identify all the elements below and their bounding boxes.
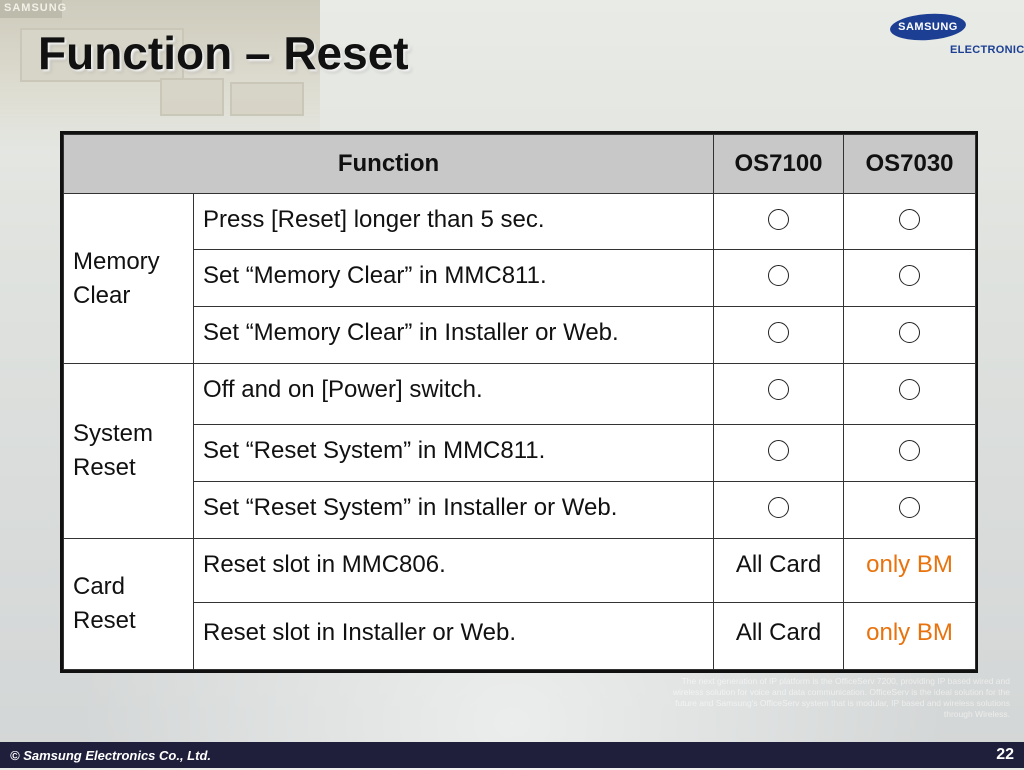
supported-circle-icon: [899, 265, 920, 286]
logo-subtitle: ELECTRONICS: [950, 44, 1024, 56]
supported-circle-icon: [899, 440, 920, 461]
equipment-port-shape: [160, 78, 224, 116]
table-row: Memory Clear Press [Reset] longer than 5…: [63, 193, 976, 364]
os7100-support: All Card: [713, 602, 844, 670]
table-header-row: Function OS7100 OS7030: [63, 134, 976, 194]
header-os7030: OS7030: [843, 134, 976, 194]
header-os7100: OS7100: [713, 134, 844, 194]
group-label-line1: System: [73, 420, 154, 447]
supported-circle-icon: [899, 322, 920, 343]
os7100-support: [713, 481, 844, 539]
os7100-support: [713, 193, 844, 250]
header-strip-text: SAMSUNG: [4, 2, 68, 14]
table-row: Set “Memory Clear” in Installer or Web.: [64, 306, 976, 364]
function-description: Off and on [Power] switch.: [193, 363, 714, 425]
os7030-support: [843, 249, 976, 307]
background-watermark-text: The next generation of IP platform is th…: [672, 676, 1010, 719]
supported-circle-icon: [899, 209, 920, 230]
supported-circle-icon: [768, 379, 789, 400]
group-label-line2: Clear: [73, 281, 131, 309]
function-description: Set “Memory Clear” in MMC811.: [193, 249, 714, 307]
table-row: Set “Reset System” in MMC811.: [64, 424, 976, 482]
group-label-line2: Reset: [73, 454, 136, 481]
supported-circle-icon: [768, 440, 789, 461]
function-description: Reset slot in MMC806.: [193, 538, 714, 603]
table: Function OS7100 OS7030 Memory Clear Pres…: [63, 134, 976, 670]
reset-function-table: Function OS7100 OS7030 Memory Clear Pres…: [60, 131, 978, 673]
group-card-reset: Card Reset: [63, 538, 194, 670]
os7030-support: [843, 306, 976, 364]
group-label-line1: Card: [73, 573, 126, 600]
os7030-support: [843, 481, 976, 539]
os7100-support: [713, 424, 844, 482]
header-photo-decoration: SAMSUNG: [0, 0, 320, 150]
supported-circle-icon: [768, 209, 789, 230]
group-label-line1: Memory: [73, 247, 160, 275]
os7100-support: All Card: [713, 538, 844, 603]
supported-circle-icon: [768, 322, 789, 343]
supported-circle-icon: [899, 497, 920, 518]
table-row: Set “Memory Clear” in MMC811.: [64, 249, 976, 307]
footer-bar: © Samsung Electronics Co., Ltd. 22: [0, 742, 1024, 768]
os7100-support: [713, 306, 844, 364]
supported-circle-icon: [899, 379, 920, 400]
os7030-support: [843, 424, 976, 482]
samsung-logo: SAMSUNG ELECTRONICS: [889, 11, 1024, 56]
table-row: Set “Reset System” in Installer or Web.: [64, 481, 976, 539]
os7030-support: only BM: [843, 538, 976, 603]
table-row: Reset slot in Installer or Web. All Card…: [64, 602, 976, 670]
table-row: System Reset Off and on [Power] switch.: [63, 363, 976, 539]
os7030-support: [843, 193, 976, 250]
equipment-panel-shape: [20, 28, 184, 82]
function-description: Set “Memory Clear” in Installer or Web.: [193, 306, 714, 364]
slide-title: Function – Reset: [38, 27, 409, 79]
group-system-reset: System Reset: [63, 363, 194, 539]
header-function: Function: [63, 134, 714, 194]
table-row: Card Reset Reset slot in MMC806. All Car…: [63, 538, 976, 670]
function-description: Reset slot in Installer or Web.: [193, 602, 714, 670]
page-number: 22: [996, 746, 1014, 763]
function-description: Set “Reset System” in Installer or Web.: [193, 481, 714, 539]
copyright-text: © Samsung Electronics Co., Ltd.: [10, 748, 211, 763]
function-description: Set “Reset System” in MMC811.: [193, 424, 714, 482]
header-strip: SAMSUNG: [0, 0, 66, 18]
equipment-port-shape: [230, 82, 304, 116]
logo-word: SAMSUNG: [898, 21, 958, 33]
os7100-support: [713, 363, 844, 425]
group-label-line2: Reset: [73, 607, 136, 634]
os7100-support: [713, 249, 844, 307]
os7030-support: [843, 363, 976, 425]
group-memory-clear: Memory Clear: [63, 193, 194, 364]
os7030-support: only BM: [843, 602, 976, 670]
supported-circle-icon: [768, 497, 789, 518]
function-description: Press [Reset] longer than 5 sec.: [193, 193, 714, 250]
supported-circle-icon: [768, 265, 789, 286]
